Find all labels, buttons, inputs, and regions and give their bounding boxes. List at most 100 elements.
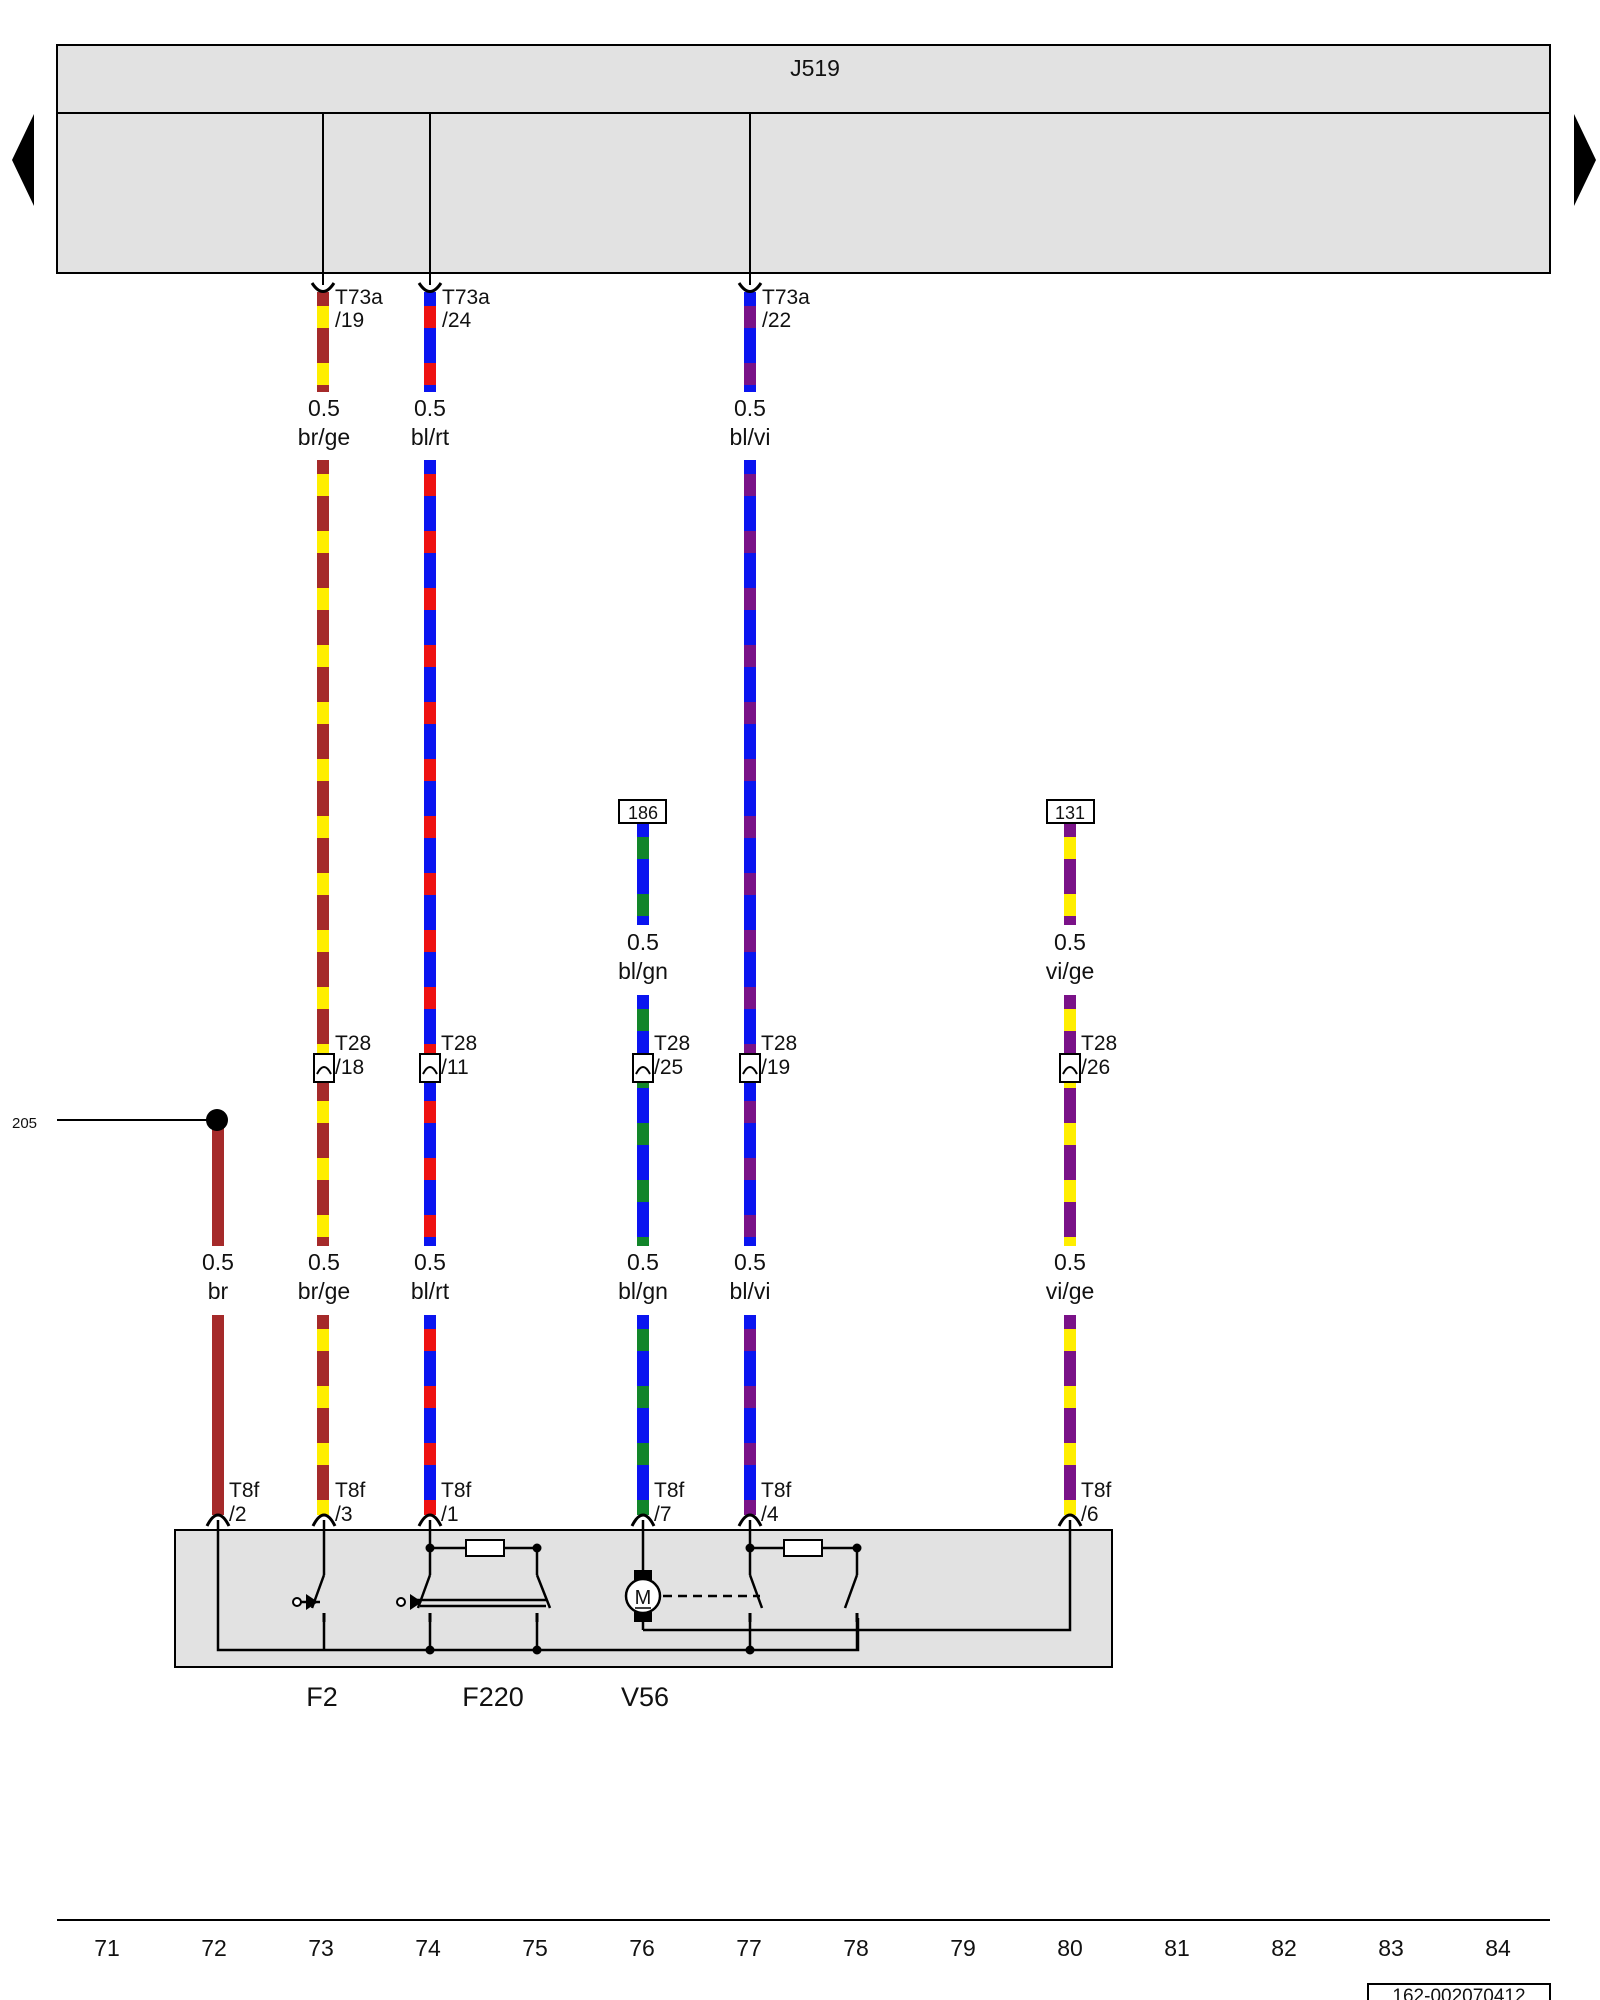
wire-size: 0.5 (1054, 929, 1086, 955)
connector-t28-18: T28 /18 (313, 1032, 371, 1083)
lower-label-br: 0.5 br (202, 1249, 234, 1304)
grid-number: 76 (629, 1935, 655, 1961)
connector-t73a-22: T73a /22 (737, 282, 810, 332)
connector-socket-icon (630, 1513, 656, 1527)
previous-page-arrow[interactable] (12, 114, 34, 206)
connector-t8f-3: T8f /3 (311, 1479, 366, 1527)
module-j519: J519 (56, 44, 1551, 274)
wire-br-ge-segment (317, 460, 329, 1246)
grid-number: 80 (1057, 1935, 1083, 1961)
connector-id: T73a (335, 286, 383, 309)
grid-number: 77 (736, 1935, 762, 1961)
junction-dot (745, 1645, 755, 1655)
wire-bl-gn-segment (637, 995, 649, 1246)
grid-number: 79 (950, 1935, 976, 1961)
wire-stripe (637, 1443, 649, 1465)
connector-t28-11: T28 /11 (419, 1032, 477, 1083)
reference-number: 131 (1055, 803, 1085, 823)
wire-size: 0.5 (414, 395, 446, 421)
wire-bl-rt-segment (424, 460, 436, 1246)
wire-stripe (637, 1180, 649, 1202)
connector-plug-icon (635, 1066, 651, 1075)
wire-stripe (637, 1500, 649, 1515)
grid-number: 83 (1378, 1935, 1404, 1961)
wire-size: 0.5 (1054, 1249, 1086, 1275)
connector-t73a-19: T73a /19 (310, 282, 383, 332)
wire-stripe (424, 759, 436, 781)
connector-id: T28 (654, 1032, 690, 1055)
wire-stripe (1064, 1180, 1076, 1202)
grid-number: 81 (1164, 1935, 1190, 1961)
connector-pin: /2 (229, 1503, 247, 1526)
connector-plug-icon (1062, 1066, 1078, 1075)
grid-number: 74 (415, 1935, 441, 1961)
connector-pin: /4 (761, 1503, 779, 1526)
wire-stripe (424, 1386, 436, 1408)
reference-box-186[interactable]: 186 (618, 799, 667, 824)
motor-symbol: M (635, 1587, 652, 1609)
wire-size: 0.5 (734, 1249, 766, 1275)
side-reference-205[interactable]: 205 (12, 1109, 228, 1132)
wire-layer (212, 292, 1076, 1515)
upper-label-bl-rt: 0.5 bl/rt (411, 395, 450, 450)
wire-color: br/ge (298, 1278, 350, 1304)
component-label-f2: F2 (306, 1682, 338, 1712)
next-page-arrow[interactable] (1574, 114, 1596, 206)
connector-pin: /25 (654, 1056, 683, 1079)
wire-stripe (317, 474, 329, 496)
junction-dots (425, 1543, 862, 1655)
wire-stripe (424, 474, 436, 496)
wire-stripe (744, 873, 756, 895)
connector-id: T28 (335, 1032, 371, 1055)
lower-label-br-ge: 0.5 br/ge (298, 1249, 350, 1304)
connector-t8f-4: T8f /4 (737, 1479, 792, 1527)
wire-stripe (744, 987, 756, 1009)
wire-stripe (424, 987, 436, 1009)
f220-contact-right (535, 1574, 552, 1609)
upper-label-bl-gn: 0.5 bl/gn (618, 929, 668, 984)
grid-number: 72 (201, 1935, 227, 1961)
connector-socket-icon (417, 282, 443, 293)
wire-br-segment (212, 1128, 224, 1246)
wire-stripe (424, 588, 436, 610)
wire-stripe (317, 987, 329, 1009)
wire-stripe (744, 1101, 756, 1123)
component-label-v56: V56 (621, 1682, 669, 1712)
wire-stripe (317, 645, 329, 667)
connector-id: T8f (1081, 1479, 1112, 1502)
wire-stripe (1064, 837, 1076, 859)
connector-t8f-7: T8f /7 (630, 1479, 685, 1527)
wire-stripe (317, 306, 329, 328)
wire-stripe (317, 702, 329, 724)
motor-v56-icon: M (624, 1570, 662, 1622)
connector-pin: /11 (441, 1056, 469, 1079)
lower-label-bl-vi: 0.5 bl/vi (730, 1249, 771, 1304)
wire-stripe (424, 645, 436, 667)
connector-socket-icon (311, 1513, 337, 1527)
wire-stripe (744, 702, 756, 724)
wire-size: 0.5 (734, 395, 766, 421)
connector-pin: /22 (762, 309, 791, 332)
wire-stripe (637, 1386, 649, 1408)
connector-pin: /1 (441, 1503, 459, 1526)
wire-stripe (1064, 1329, 1076, 1351)
wire-stripe (317, 1158, 329, 1180)
junction-dot (425, 1543, 435, 1553)
reference-box-131[interactable]: 131 (1046, 799, 1095, 824)
wire-stripe (744, 645, 756, 667)
wire-stripe (424, 531, 436, 553)
wire-stripe (424, 930, 436, 952)
wire-color: vi/ge (1046, 1278, 1095, 1304)
connector-id: T8f (654, 1479, 685, 1502)
wire-stripe (637, 1237, 649, 1246)
upper-label-vi-ge: 0.5 vi/ge (1046, 929, 1095, 984)
connector-socket-icon (737, 282, 763, 293)
wire-bl-vi-segment (744, 460, 756, 1246)
connector-socket-icon (737, 1513, 763, 1527)
connector-socket-icon (417, 1513, 443, 1527)
wire-size: 0.5 (627, 929, 659, 955)
wire-stripe (744, 1500, 756, 1515)
wire-size: 0.5 (414, 1249, 446, 1275)
connector-id: T28 (1081, 1032, 1117, 1055)
